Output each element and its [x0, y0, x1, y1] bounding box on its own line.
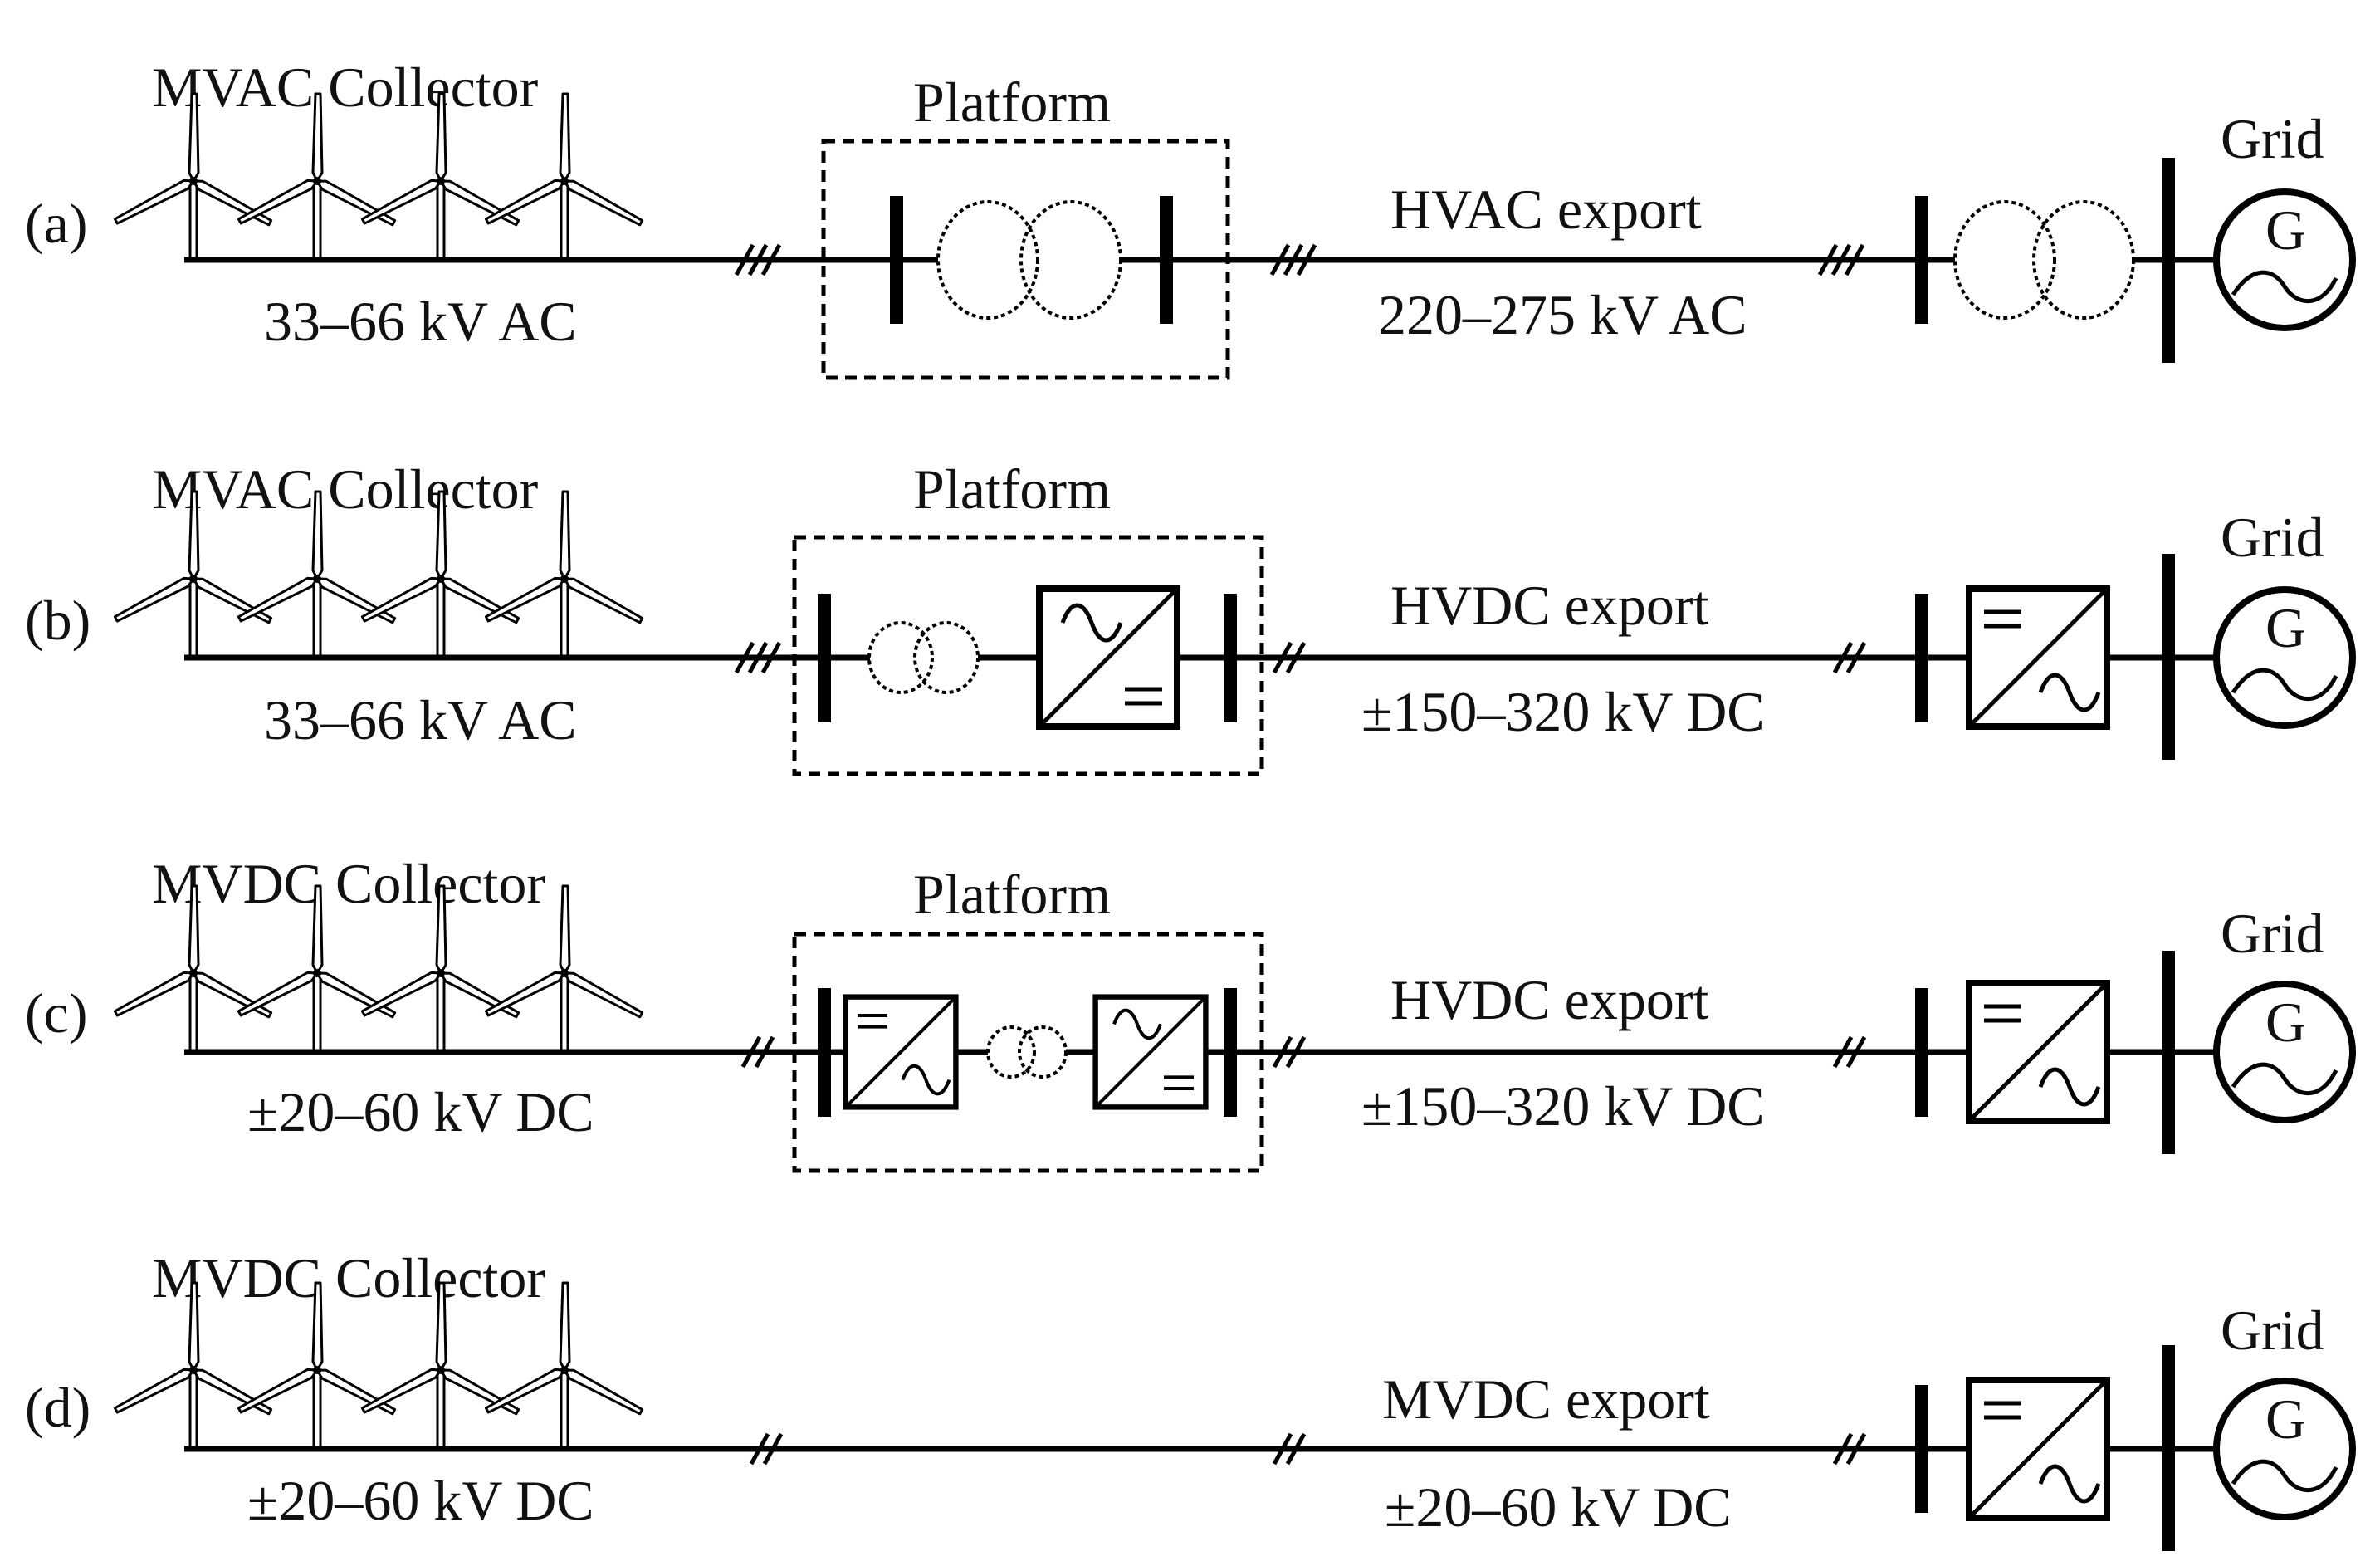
row-label: (b) [25, 589, 90, 652]
generator-symbol: G [2265, 198, 2306, 262]
transformer-icon [986, 1025, 1068, 1079]
collector-voltage: ±20–60 kV DC [247, 1469, 594, 1532]
wind-turbine-icon [359, 92, 521, 262]
collector-title: MVDC Collector [152, 852, 545, 915]
export-title: HVDC export [1390, 968, 1709, 1031]
three-phase-marker-icon [736, 643, 779, 673]
generator-symbol: G [2265, 1387, 2306, 1451]
row-label: (d) [25, 1376, 90, 1439]
transformer-icon [1922, 200, 2168, 320]
converter-icon [1039, 589, 1177, 727]
collector-voltage: 33–66 kV AC [264, 290, 577, 353]
row-label: (c) [25, 981, 87, 1045]
wind-turbine-icon [112, 92, 274, 262]
export-title: HVAC export [1390, 178, 1702, 241]
grid-label: Grid [2221, 506, 2324, 569]
platform-label: Platform [913, 863, 1111, 926]
collector-title: MVAC Collector [152, 458, 539, 521]
converter-icon [1969, 983, 2107, 1121]
generator-symbol: G [2265, 596, 2306, 659]
grid-label: Grid [2221, 107, 2324, 170]
grid-label: Grid [2221, 1299, 2324, 1362]
converter-icon [1969, 1380, 2107, 1518]
wind-turbine-icon [483, 92, 645, 262]
three-phase-marker-icon [736, 245, 779, 275]
transformer-icon [897, 200, 1166, 320]
converter-icon [846, 997, 956, 1108]
platform-label: Platform [913, 458, 1111, 521]
row-d: (d) MVDC Collector ±20–60 kV DC MVDC exp… [25, 1246, 2353, 1551]
platform-label: Platform [913, 71, 1111, 134]
collector-title: MVDC Collector [152, 1246, 545, 1309]
row-a: (a) MVAC Collector 33–66 kV AC Platform … [25, 56, 2353, 380]
collector-voltage: ±20–60 kV DC [247, 1080, 594, 1143]
export-voltage: ±150–320 kV DC [1361, 680, 1765, 743]
three-phase-marker-icon [1272, 245, 1315, 275]
wind-turbine-icon [236, 92, 398, 262]
export-title: HVDC export [1390, 574, 1709, 637]
row-label: (a) [25, 192, 87, 255]
platform-box [792, 932, 1264, 1173]
generator-symbol: G [2265, 991, 2306, 1054]
grid-label: Grid [2221, 902, 2324, 965]
three-phase-marker-icon [1820, 245, 1863, 275]
row-c: (c) MVDC Collector ±20–60 kV DC Platform… [25, 852, 2353, 1173]
collector-voltage: 33–66 kV AC [264, 688, 577, 751]
transformer-icon [824, 621, 1038, 694]
converter-icon [1096, 997, 1206, 1108]
converter-icon [1969, 589, 2107, 727]
row-b: (b) MVAC Collector 33–66 kV AC Platform … [25, 458, 2353, 776]
export-voltage: ±20–60 kV DC [1385, 1475, 1732, 1539]
collector-title: MVAC Collector [152, 56, 539, 119]
export-title: MVDC export [1382, 1368, 1710, 1431]
export-voltage: 220–275 kV AC [1378, 283, 1747, 346]
export-voltage: ±150–320 kV DC [1361, 1074, 1765, 1138]
platform-box [792, 535, 1264, 776]
